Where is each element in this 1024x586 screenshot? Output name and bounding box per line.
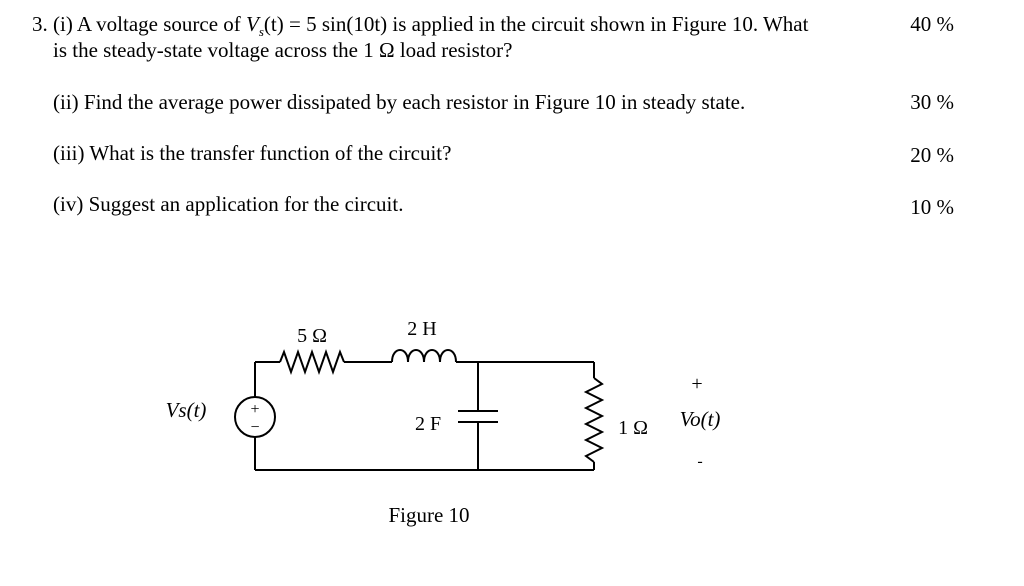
vs-subscript: s	[258, 24, 264, 40]
voltage-source-circle	[234, 396, 276, 438]
label-inductor: 2 H	[407, 318, 436, 340]
resistor-1ohm	[583, 377, 605, 463]
question-3-i-line2: is the steady-state voltage across the 1…	[53, 38, 513, 62]
weight-iii: 20 %	[910, 143, 954, 167]
question-iii: (iii) What is the transfer function of t…	[53, 141, 452, 165]
inductor-2h	[391, 349, 457, 363]
question-3-i-line1: 3. (i) A voltage source of Vs(t) = 5 sin…	[32, 12, 808, 44]
vs-symbol: V	[246, 12, 259, 36]
label-capacitor: 2 F	[415, 413, 441, 435]
resistor-5ohm	[279, 348, 345, 376]
weight-iv: 10 %	[910, 195, 954, 219]
weight-i: 40 %	[910, 12, 954, 36]
question-ii: (ii) Find the average power dissipated b…	[53, 90, 746, 114]
figure-caption: Figure 10	[388, 503, 469, 527]
output-minus-sign: -	[697, 453, 702, 470]
label-resistor-5ohm: 5 Ω	[297, 325, 327, 347]
label-source: Vs(t)	[166, 398, 207, 422]
question-number: 3.	[32, 12, 48, 36]
label-load-resistor: 1 Ω	[618, 417, 648, 439]
output-plus-sign: +	[691, 373, 702, 395]
label-output: Vo(t)	[680, 407, 721, 431]
question-iv: (iv) Suggest an application for the circ…	[53, 192, 404, 216]
source-minus-sign: −	[250, 419, 259, 436]
source-plus-sign: +	[250, 401, 259, 418]
weight-ii: 30 %	[910, 90, 954, 114]
question-i-prefix: (i) A voltage source of	[53, 12, 247, 36]
question-i-rest: (t) = 5 sin(10t) is applied in the circu…	[263, 12, 809, 36]
